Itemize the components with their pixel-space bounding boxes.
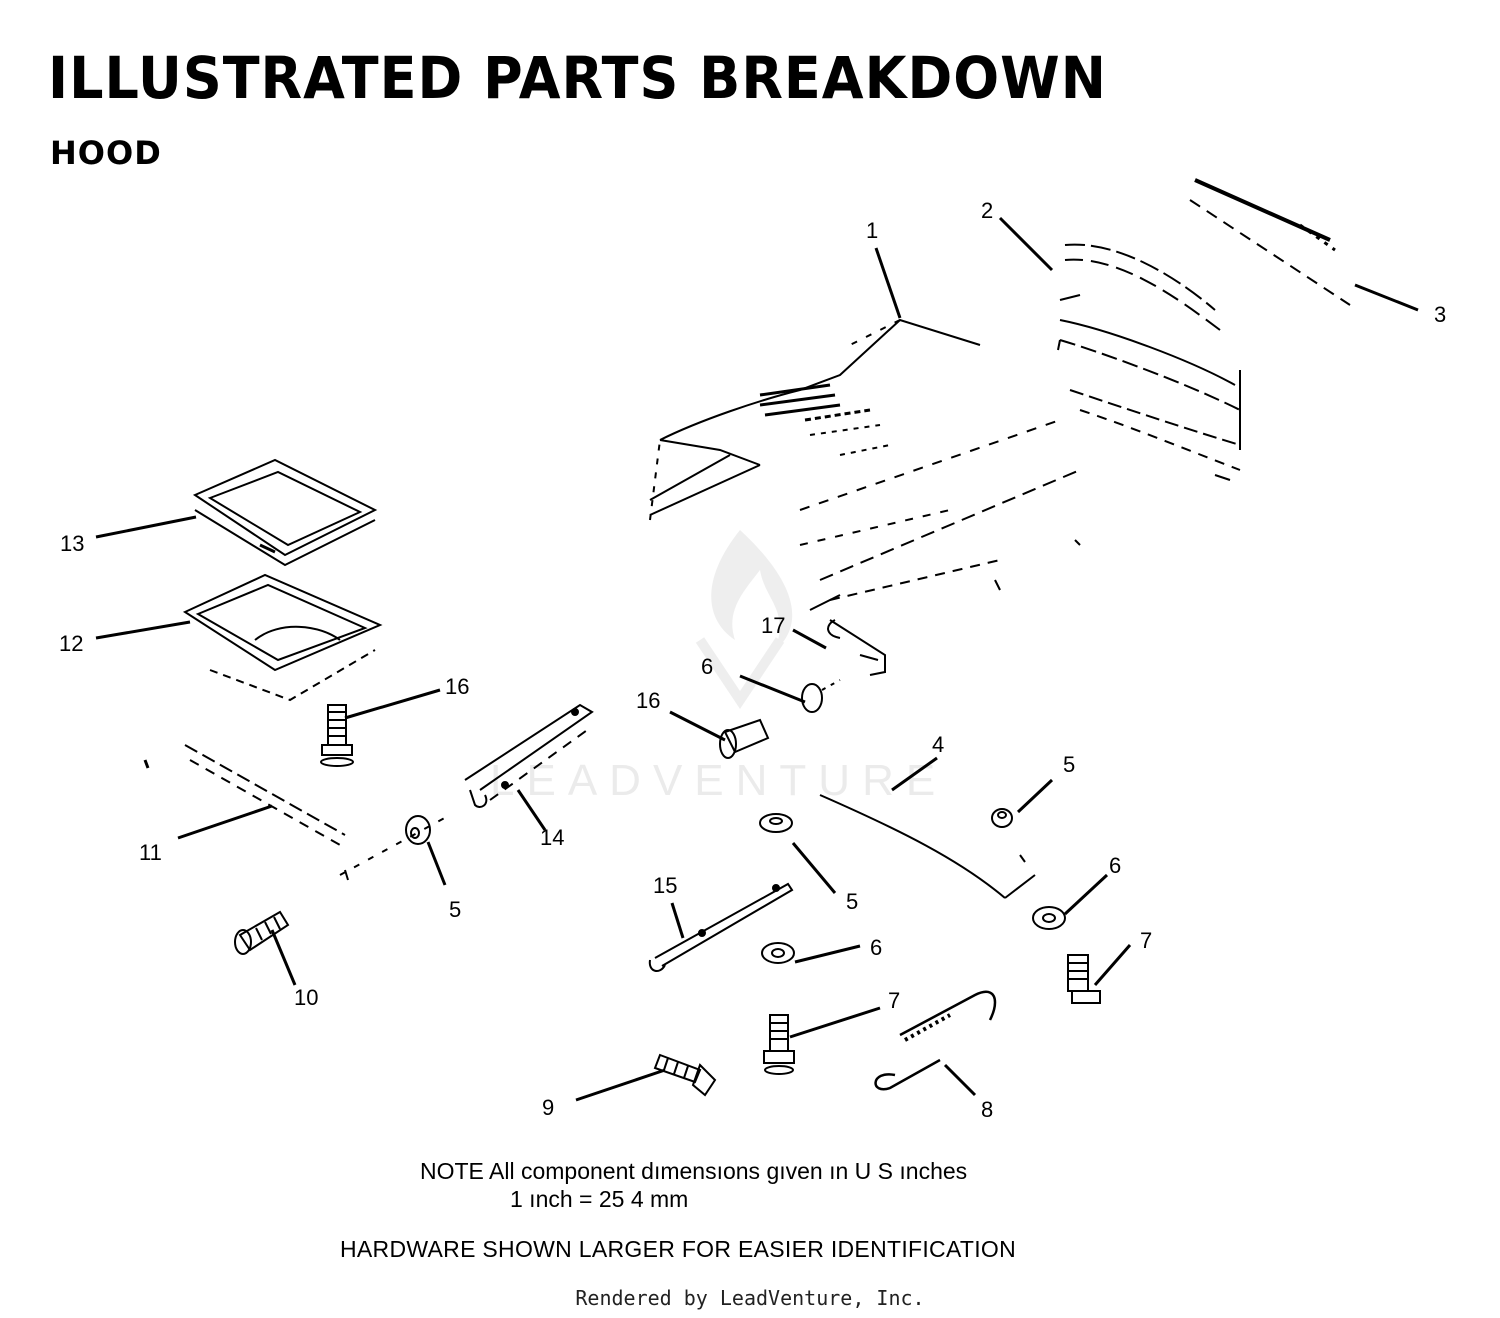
part-hood-body	[649, 318, 1081, 611]
part-13-gasket	[192, 458, 378, 567]
callout-2: 2	[981, 198, 993, 223]
callout-6-lower: 6	[870, 935, 882, 960]
callout-11: 11	[139, 840, 162, 865]
part-12-panel	[182, 573, 383, 702]
callout-7-center: 7	[888, 988, 900, 1013]
watermark-text: LEADVENTURE	[490, 756, 947, 805]
part-15-bracket	[648, 882, 794, 972]
watermark-logo	[695, 530, 793, 710]
part-7-bolt-right	[1067, 954, 1101, 1004]
part-grille	[1057, 243, 1241, 481]
callout-6-right: 6	[1109, 853, 1121, 878]
conversion-note: 1 ınch = 25 4 mm	[510, 1186, 689, 1212]
callout-17: 17	[761, 613, 785, 638]
callout-6-upper: 6	[701, 654, 713, 679]
callout-5-left: 5	[449, 897, 461, 922]
part-7-bolt-center	[763, 1014, 795, 1075]
part-5-nut-left	[339, 814, 451, 881]
part-17-clip	[827, 619, 886, 676]
part-9-bolt	[653, 1053, 717, 1097]
part-14-bracket	[464, 703, 594, 808]
part-grille-trim	[1189, 178, 1351, 306]
callout-10: 10	[294, 985, 318, 1010]
part-10-bolt	[234, 910, 290, 955]
dimension-note: NOTE All component dımensıons gıven ın U…	[420, 1158, 968, 1184]
hardware-note: HARDWARE SHOWN LARGER FOR EASIER IDENTIF…	[340, 1236, 1017, 1262]
callout-13: 13	[60, 531, 84, 556]
part-6-washer-right	[1032, 906, 1066, 930]
part-5-nut-right	[991, 808, 1013, 828]
callout-leader-lines	[95, 216, 1419, 1102]
callout-16-left: 16	[445, 674, 469, 699]
page-title: ILLUSTRATED PARTS BREAKDOWN	[48, 44, 1107, 113]
callout-5-right: 5	[1063, 752, 1075, 777]
callout-16-center: 16	[636, 688, 660, 713]
part-5-nut-center	[759, 813, 793, 833]
render-credit: Rendered by LeadVenture, Inc.	[575, 1286, 925, 1310]
part-11-strip	[143, 744, 346, 846]
part-6-washer-upper	[801, 679, 841, 713]
callout-1: 1	[866, 218, 878, 243]
part-16-bolt-left	[320, 704, 354, 767]
part-6-washer-lower	[761, 942, 795, 964]
callout-5-center: 5	[846, 889, 858, 914]
part-4-rod	[819, 794, 1036, 899]
callout-12: 12	[59, 631, 83, 656]
part-8-spring	[874, 990, 997, 1091]
callout-8: 8	[981, 1097, 993, 1122]
section-subtitle: HOOD	[50, 134, 162, 172]
part-16-bolt-center	[719, 718, 770, 759]
callout-4: 4	[932, 732, 944, 757]
callout-7-right: 7	[1140, 928, 1152, 953]
callout-14: 14	[540, 825, 564, 850]
callout-3: 3	[1434, 302, 1446, 327]
callout-15: 15	[653, 873, 677, 898]
callout-9: 9	[542, 1095, 554, 1120]
